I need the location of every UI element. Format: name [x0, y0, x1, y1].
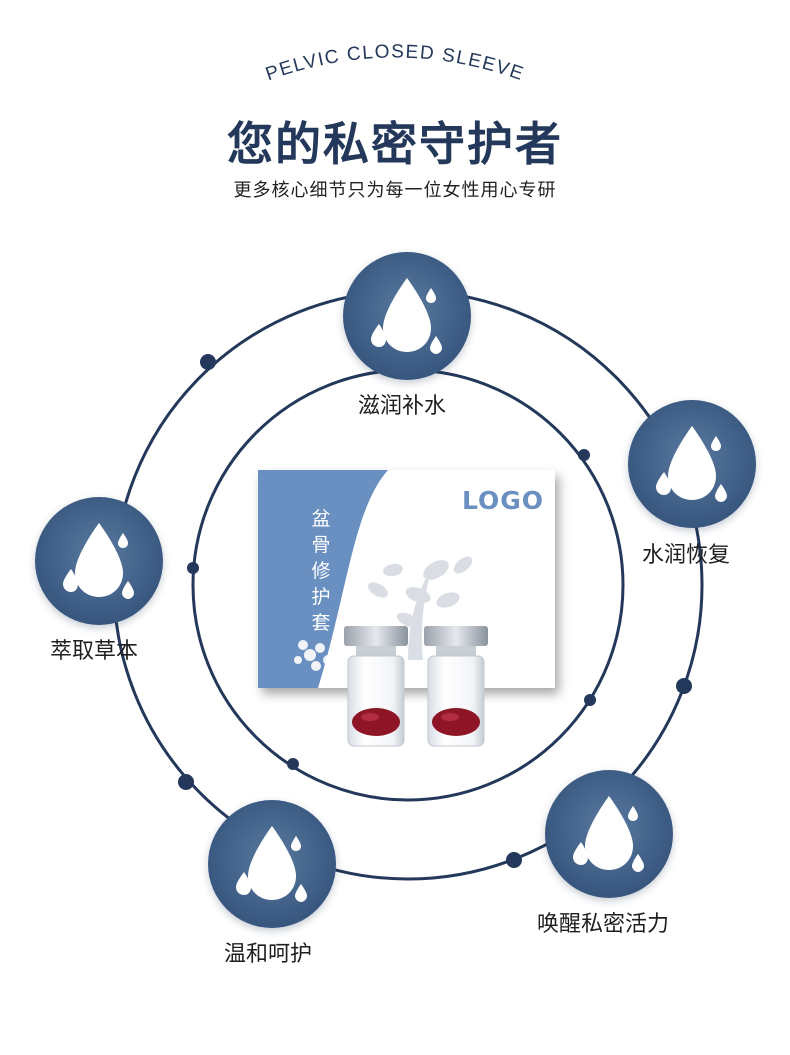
feature-badge-3	[35, 497, 163, 625]
vial	[424, 626, 488, 747]
orbit-dot	[676, 678, 692, 694]
water-drops-icon	[573, 796, 644, 872]
orbit-dot	[200, 354, 216, 370]
orbit-dot	[506, 852, 522, 868]
feature-label-5: 温和呵护	[224, 942, 313, 967]
page-title: 您的私密守护者	[227, 117, 563, 171]
product-box: 盆骨修护套 LOGO	[258, 470, 555, 688]
feature-label-3: 萃取草本	[50, 639, 139, 664]
water-drops-icon	[63, 523, 134, 599]
box-blue-band	[258, 470, 473, 688]
vial	[344, 626, 408, 747]
feature-label-1: 滋润补水	[358, 394, 447, 419]
english-title-arc: PELVIC CLOSED SLEEVE	[263, 41, 525, 85]
water-drops-icon	[371, 278, 442, 354]
product-name: 盆骨修护套	[311, 508, 331, 634]
orbit-dot	[178, 774, 194, 790]
orbit-dot	[187, 562, 199, 574]
page-subtitle: 更多核心细节只为每一位女性用心专研	[233, 180, 557, 201]
water-drops-icon	[656, 426, 727, 502]
orbit-dot	[578, 449, 590, 461]
brand-logo: LOGO	[462, 486, 545, 515]
feature-label-4: 唤醒私密活力	[537, 912, 670, 937]
product-image: 盆骨修护套 LOGO	[258, 470, 558, 755]
product-vials	[344, 626, 488, 747]
orbit-dot	[584, 694, 596, 706]
feature-badge-5	[208, 800, 336, 928]
water-drops-icon	[236, 826, 307, 902]
feature-badge-4	[545, 770, 673, 898]
feature-badge-2	[628, 400, 756, 528]
feature-badge-1	[343, 252, 471, 380]
feature-label-2: 水润恢复	[642, 543, 731, 568]
orbit-dot	[287, 758, 299, 770]
